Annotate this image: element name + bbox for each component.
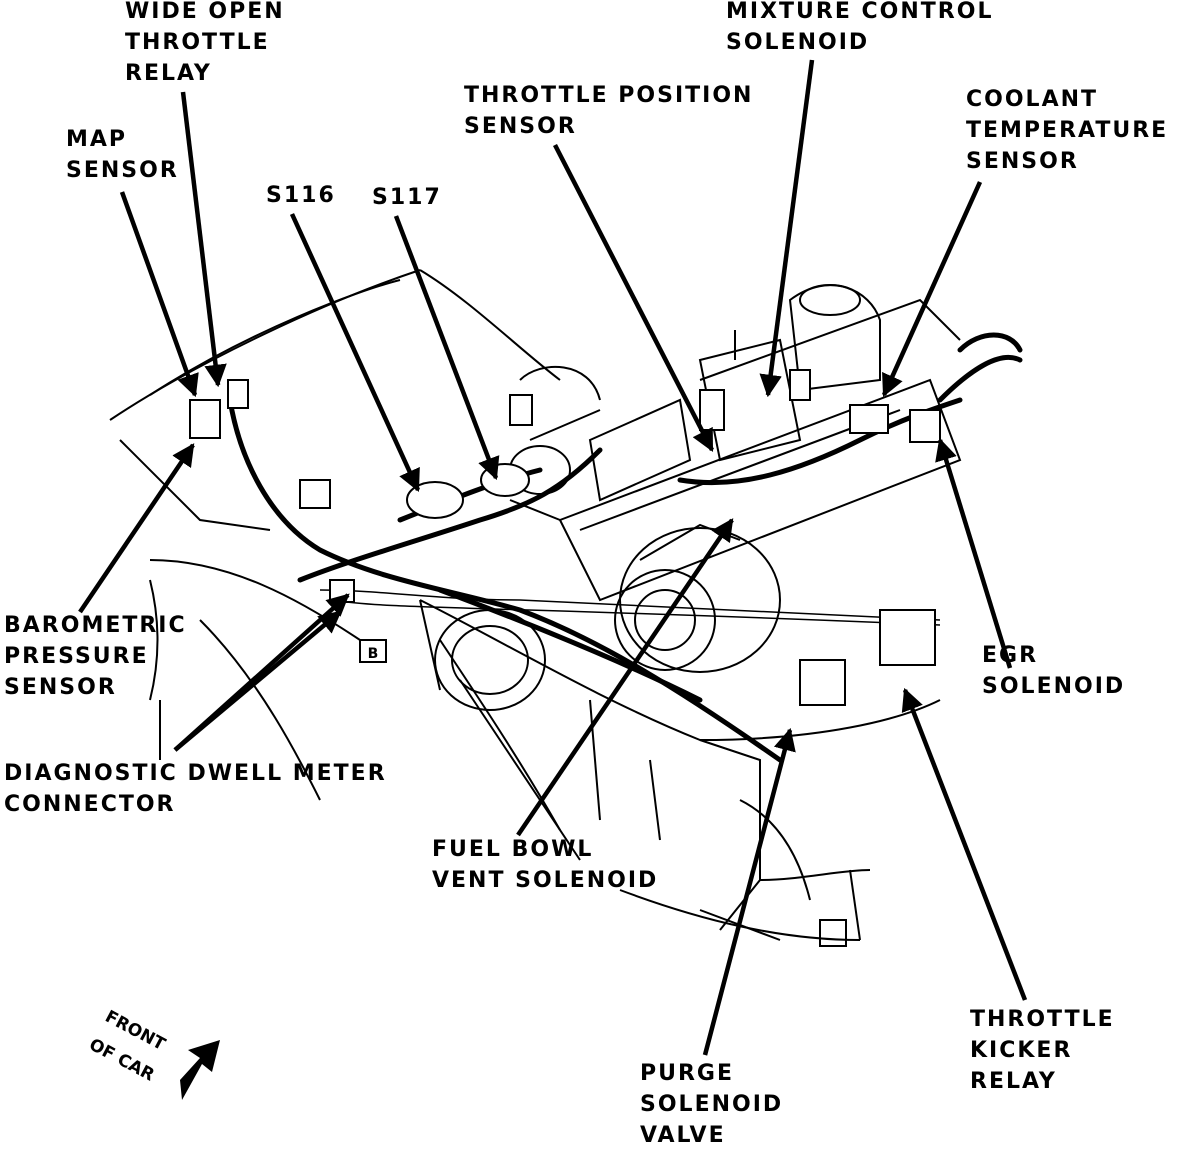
label-s116: S116 xyxy=(266,183,336,208)
label-throttle-kicker-relay: THROTTLE KICKER RELAY xyxy=(970,1007,1115,1094)
alternator xyxy=(614,523,781,673)
label-map-sensor: MAP SENSOR xyxy=(66,127,179,183)
leader-egr-solenoid xyxy=(935,437,1013,669)
label-purge-solenoid-valve: PURGE SOLENOID VALVE xyxy=(640,1061,784,1148)
label-egr-solenoid: EGR SOLENOID xyxy=(982,643,1126,699)
label-s117: S117 xyxy=(372,185,442,210)
label-wide-open-throttle-relay: WIDE OPEN THROTTLE RELAY xyxy=(125,0,285,86)
leader-throttle-position-sensor xyxy=(552,143,715,453)
leader-wide-open-throttle-relay xyxy=(180,91,227,388)
leader-barometric-pressure-sensor xyxy=(78,443,195,614)
leader-diagnostic-connector-b xyxy=(173,610,342,752)
wiring-harness xyxy=(227,332,1023,763)
front-of-car-arrow: FRONT OF CAR xyxy=(86,1007,220,1100)
label-fuel-bowl-vent-solenoid: FUEL BOWL VENT SOLENOID xyxy=(432,837,659,893)
leader-mixture-control-solenoid xyxy=(759,59,815,398)
marker-letter: B xyxy=(368,646,379,662)
leader-throttle-kicker-relay xyxy=(901,687,1028,1001)
label-diagnostic-dwell-meter-connector: DIAGNOSTIC DWELL METER CONNECTOR xyxy=(4,761,387,817)
label-barometric-pressure-sensor: BAROMETRIC PRESSURE SENSOR xyxy=(4,613,187,700)
leader-coolant-temperature-sensor xyxy=(881,181,983,398)
leader-purge-solenoid-valve xyxy=(702,727,796,1056)
label-coolant-temperature-sensor: COOLANT TEMPERATURE SENSOR xyxy=(966,87,1169,174)
label-mixture-control-solenoid: MIXTURE CONTROL SOLENOID xyxy=(726,0,994,55)
leader-s117 xyxy=(393,215,500,481)
leader-s116 xyxy=(289,213,421,493)
leader-arrows xyxy=(78,59,1028,1056)
harness-detail xyxy=(319,589,941,626)
label-throttle-position-sensor: THROTTLE POSITION SENSOR xyxy=(464,83,754,139)
leader-fuel-bowl-vent-solenoid xyxy=(516,518,734,837)
leader-map-sensor xyxy=(119,191,199,398)
